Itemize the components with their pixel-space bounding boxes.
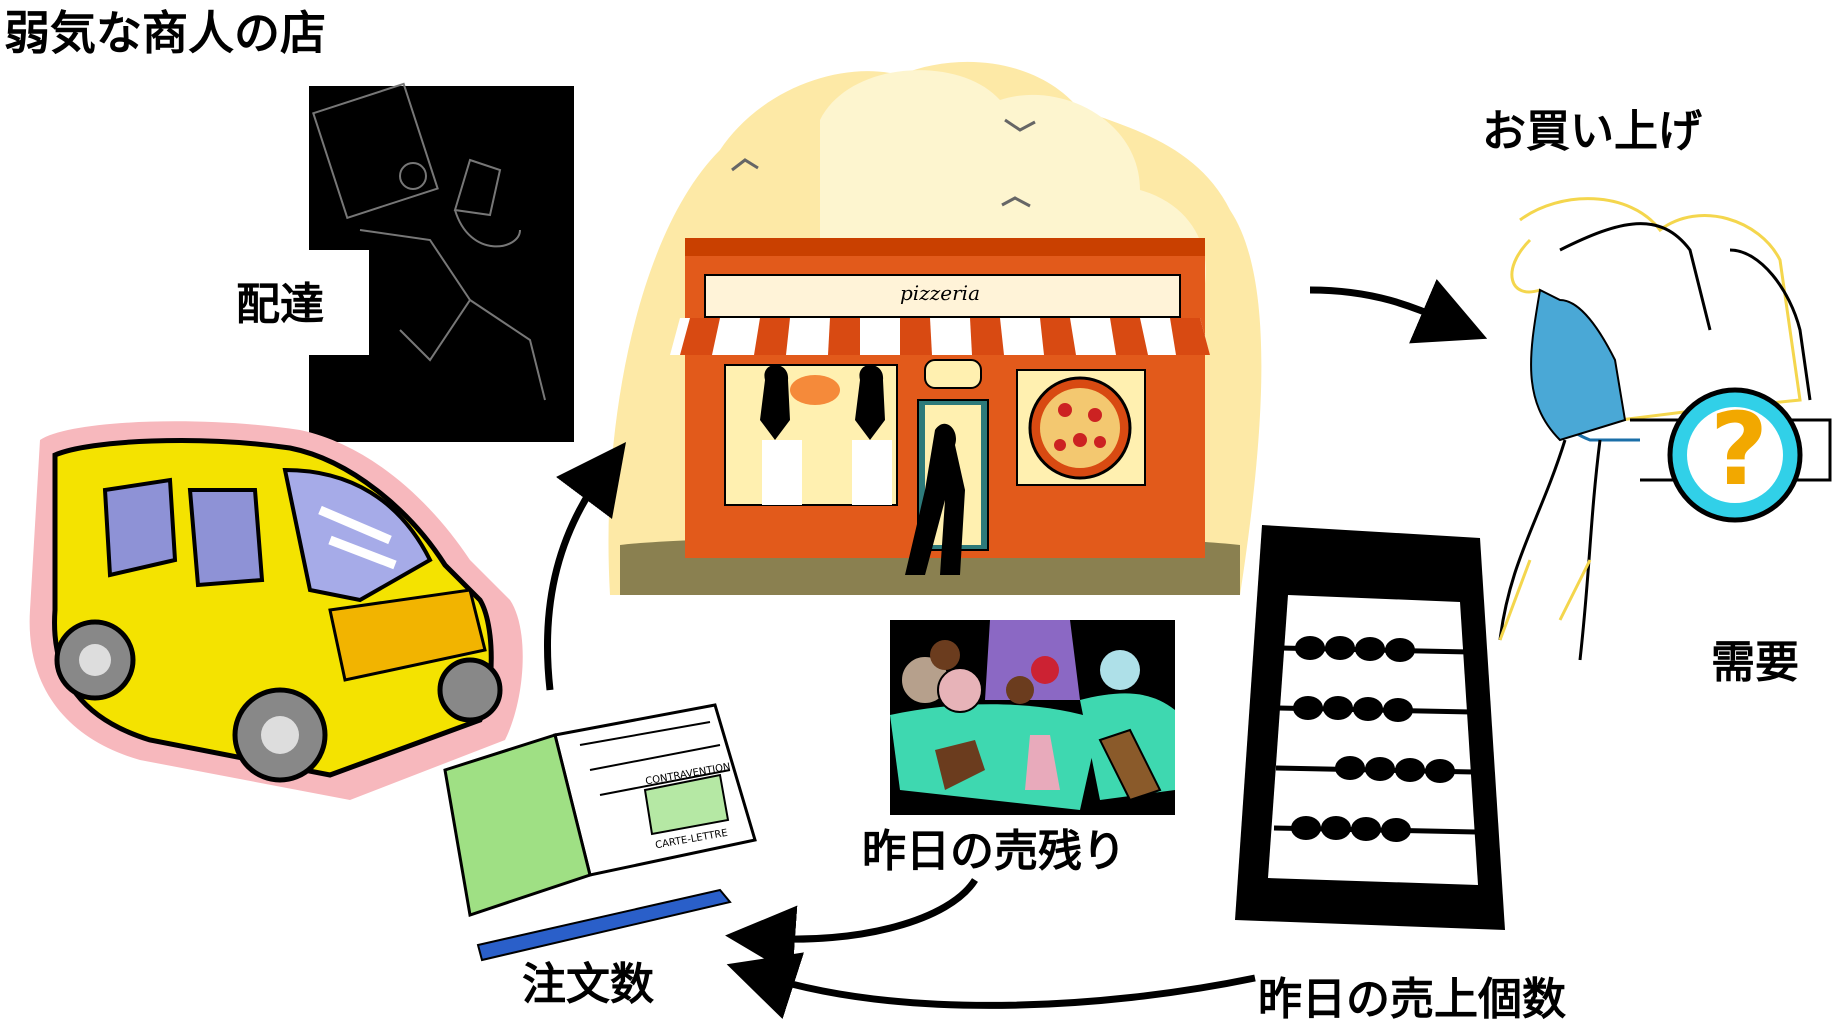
pizzeria-sign: pizzeria [900,281,980,305]
purchase-label: お買い上げ [1482,106,1702,157]
leftover-label: 昨日の売残り [862,826,1126,877]
form-text-2: CARTE-LETTRE [654,827,729,852]
arrow-sales-to-order [726,952,1256,1020]
demand-label: 需要 [1711,637,1799,688]
yesterday-sales-label: 昨日の売上個数 [1258,974,1566,1025]
form-text-1: CONTRAVENTION [644,761,732,788]
arrow-order-to-store [544,441,626,691]
diagram-title: 弱気な商人の店 [4,6,326,60]
arrow-leftover-to-order [725,878,978,976]
delivery-label: 配達 [236,279,324,330]
question-mark-icon: ? [1710,391,1769,508]
arrow-store-to-purchase [1309,279,1488,344]
order-count-label: 注文数 [522,959,654,1010]
